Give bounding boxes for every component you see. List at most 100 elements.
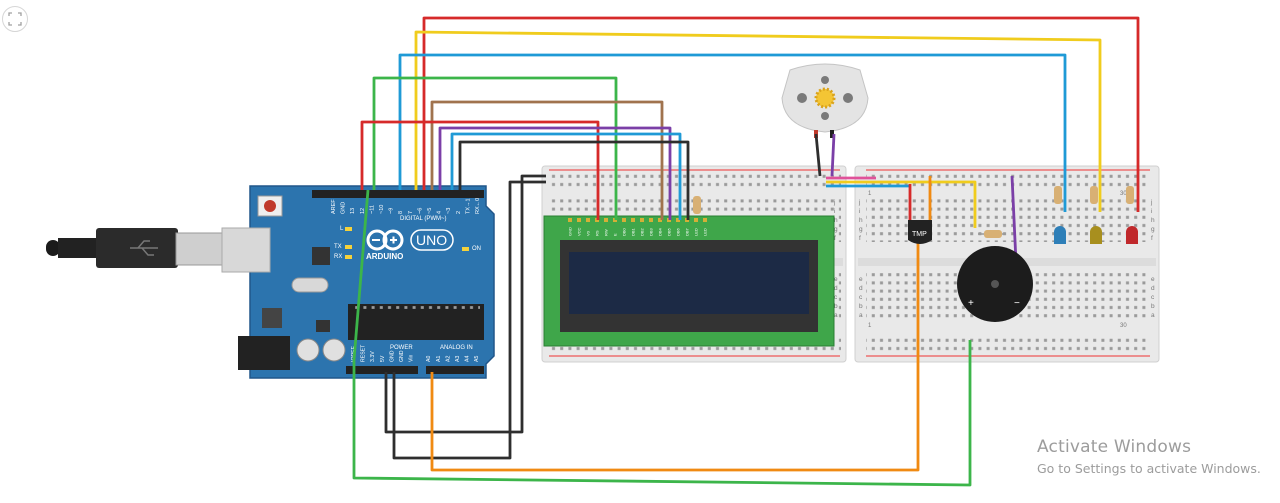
svg-text:d: d — [859, 285, 863, 292]
lcd-pin[interactable] — [640, 218, 644, 222]
power-pin-label: RESET — [361, 344, 367, 362]
arduino-uno-board[interactable]: ARDUINO UNO DIGITAL (PWM~) POWER ANALOG … — [46, 185, 495, 379]
svg-text:f: f — [1151, 235, 1153, 242]
power-pin-label: A2 — [445, 356, 451, 362]
lcd-pin[interactable] — [649, 218, 653, 222]
wire-yellow-rail — [826, 180, 977, 228]
led-resistors[interactable] — [1054, 186, 1134, 204]
arduino-logo — [366, 229, 404, 251]
reset-button[interactable] — [257, 195, 283, 217]
svg-text:b: b — [859, 303, 863, 310]
svg-text:b: b — [834, 303, 838, 310]
fit-view-button[interactable] — [2, 6, 28, 32]
digital-pin-label: RX←0 — [475, 198, 481, 214]
power-jack[interactable] — [238, 336, 290, 370]
lcd-pin[interactable] — [622, 218, 626, 222]
lcd-pin[interactable] — [604, 218, 608, 222]
usb-cable[interactable] — [46, 228, 223, 268]
digital-pin-label: 2 — [456, 211, 462, 214]
lcd-pin[interactable] — [577, 218, 581, 222]
svg-text:i: i — [1151, 208, 1152, 215]
lcd-pin[interactable] — [568, 218, 572, 222]
lcd-pin[interactable] — [694, 218, 698, 222]
lcd-pin-label: LED — [703, 228, 708, 236]
power-pin-label: 5V — [380, 355, 386, 362]
resistor-lcd[interactable] — [693, 196, 701, 214]
led-yellow[interactable] — [1090, 226, 1102, 244]
piezo-buzzer[interactable]: + − — [957, 246, 1033, 322]
dc-motor[interactable] — [781, 63, 869, 138]
lcd-pin[interactable] — [658, 218, 662, 222]
tmp-label: TMP — [912, 231, 927, 238]
svg-text:1: 1 — [868, 191, 872, 197]
wires[interactable] — [352, 16, 1140, 487]
wire-red-lcd — [360, 120, 600, 220]
wire-motor-black — [814, 133, 822, 177]
buzzer-minus-label: − — [1014, 298, 1020, 309]
lcd-pin-label: DB1 — [631, 227, 636, 236]
power-pin-label: A5 — [474, 356, 480, 362]
wire-black-gnd2 — [384, 174, 546, 434]
svg-text:j: j — [1150, 199, 1152, 206]
svg-text:30: 30 — [1120, 191, 1127, 197]
digital-pin-label: GND — [341, 202, 347, 214]
lcd-pin-label: DB5 — [667, 227, 672, 236]
lcd-pin-label: VCC — [577, 227, 582, 236]
power-pin-label: Vin — [409, 354, 415, 362]
svg-text:g: g — [859, 226, 863, 233]
svg-text:h: h — [1151, 217, 1155, 224]
temperature-sensor[interactable]: TMP — [908, 220, 932, 244]
svg-text:e: e — [859, 276, 863, 283]
buzzer-plus-label: + — [968, 298, 974, 309]
digital-header[interactable] — [312, 190, 484, 198]
resistor-buzzer[interactable] — [978, 230, 1006, 238]
arduino-brand-label: ARDUINO — [366, 252, 403, 261]
lcd-pin[interactable] — [631, 218, 635, 222]
digital-pin-label: AREF — [331, 199, 337, 214]
wire-purple-lcd — [438, 126, 672, 220]
wire-brown — [430, 100, 664, 220]
led-blue[interactable] — [1054, 226, 1066, 244]
power-pin-label: GND — [399, 350, 405, 362]
lcd-pin-label: DB7 — [685, 227, 690, 236]
svg-text:i: i — [834, 208, 835, 215]
lcd-pin[interactable] — [676, 218, 680, 222]
watermark-subtitle: Go to Settings to activate Windows. — [1037, 461, 1261, 476]
wire-orange — [430, 238, 920, 472]
svg-text:g: g — [1151, 226, 1155, 233]
analog-header[interactable] — [426, 366, 484, 374]
led-l-label: L — [340, 226, 344, 232]
svg-text:g: g — [834, 226, 838, 233]
lcd-pin-label: GND — [568, 227, 573, 236]
wire-green-bottom — [352, 189, 972, 487]
power-pin-label: GND — [389, 350, 395, 362]
power-header[interactable] — [346, 366, 418, 374]
digital-pin-label: 4 — [437, 211, 443, 214]
svg-text:30: 30 — [1120, 323, 1127, 329]
svg-text:h: h — [834, 217, 838, 224]
digital-pin-label: ~11 — [369, 205, 375, 214]
svg-text:e: e — [834, 276, 838, 283]
lcd-pin[interactable] — [703, 218, 707, 222]
usb-icon — [130, 240, 158, 256]
power-pin-label: A4 — [465, 356, 471, 362]
power-pin-label: A1 — [436, 356, 442, 362]
digital-pin-label: 8 — [398, 211, 404, 214]
led-red[interactable] — [1126, 226, 1138, 244]
led-tx-label: TX — [334, 244, 342, 250]
led-on-label: ON — [472, 246, 481, 252]
lcd-pin[interactable] — [586, 218, 590, 222]
wire-red-long — [422, 16, 1140, 212]
digital-pin-label: 13 — [350, 208, 356, 214]
lcd-pin-label: V0 — [586, 230, 591, 236]
wire-purple-buzzer — [1010, 175, 1018, 263]
lcd-pin-label: DB6 — [676, 227, 681, 236]
svg-text:d: d — [1151, 285, 1155, 292]
wire-yellow-long — [414, 30, 1102, 212]
lcd-pin-label: DB3 — [649, 227, 654, 236]
wire-blue-lcd — [450, 132, 682, 220]
